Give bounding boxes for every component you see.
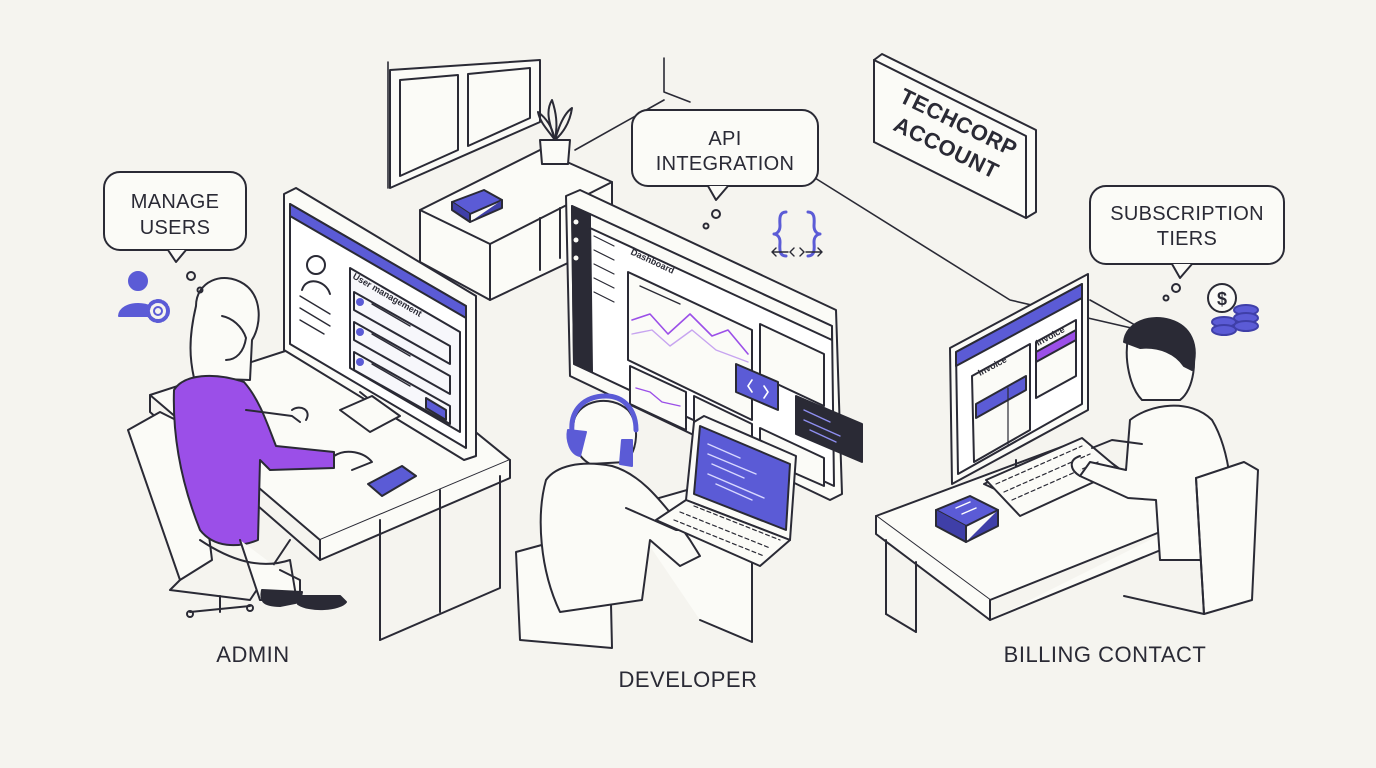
- api-integration-bubble: [631, 109, 819, 230]
- arrows-code-icon: [771, 247, 823, 257]
- api-integration-line-2: INTEGRATION: [656, 153, 795, 175]
- dev-dashboard-monitor: [565, 189, 863, 501]
- manage-users-bubble: [103, 171, 247, 294]
- admin-monitor: [283, 187, 477, 461]
- role-billing-contact: BILLING CONTACT: [1004, 642, 1207, 667]
- billing-person: [1070, 317, 1234, 561]
- curly-braces-icon: [772, 210, 822, 258]
- user-gear-icon: [118, 271, 170, 323]
- plant: [537, 99, 573, 165]
- techcorp-sign: [873, 53, 1037, 219]
- subscription-tiers-line-1: SUBSCRIPTION: [1110, 203, 1264, 225]
- role-developer: DEVELOPER: [619, 667, 758, 692]
- phone: [367, 465, 417, 497]
- subscription-tiers-line-2: TIERS: [1157, 228, 1217, 250]
- billing-chair: [1123, 461, 1259, 615]
- book-on-cabinet: [451, 189, 503, 223]
- subscription-tiers-bubble: [1089, 185, 1285, 302]
- developer-laptop: [655, 415, 797, 567]
- svg-text:$: $: [1217, 289, 1227, 309]
- developer-person: [539, 393, 719, 613]
- admin-person: [172, 277, 373, 610]
- role-admin: ADMIN: [216, 642, 289, 667]
- manage-users-line-2: USERS: [140, 217, 210, 239]
- manage-users-line-1: MANAGE: [131, 191, 219, 213]
- dollar-coins-icon: $: [1207, 283, 1259, 336]
- money-booklet: [935, 495, 999, 543]
- window: [389, 59, 541, 189]
- api-integration-line-1: API: [708, 128, 741, 150]
